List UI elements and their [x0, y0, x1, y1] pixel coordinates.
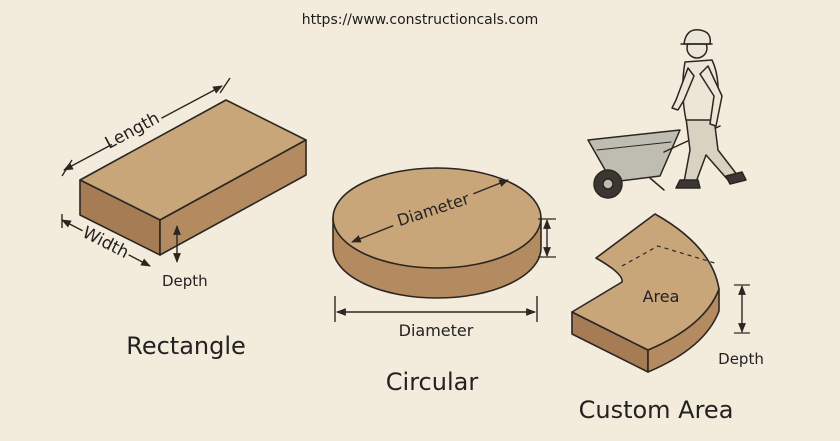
diameter-bottom-dimension [334, 296, 538, 322]
wheelbarrow-tub [587, 129, 681, 183]
circular-slab [332, 167, 542, 299]
worker-legs [683, 117, 739, 183]
custom-area-slab-top [571, 213, 720, 351]
custom-area-title: Custom Area [579, 396, 734, 424]
rectangle-depth-label: Depth [162, 272, 208, 290]
area-label: Area [643, 287, 680, 306]
custom-area-dashed-outline [621, 245, 719, 267]
diameter-bottom-label: Diameter [399, 321, 474, 340]
custom-depth-label: Depth [718, 350, 764, 368]
worker-with-wheelbarrow-illustration [587, 29, 747, 199]
source-url: https://www.constructioncals.com [301, 12, 539, 28]
rectangle-slab-side [159, 139, 307, 256]
custom-area-slab [571, 213, 720, 373]
hard-hat [683, 29, 712, 45]
worker-arm [699, 65, 723, 127]
rectangle-title: Rectangle [126, 332, 246, 360]
rectangle-slab [79, 99, 307, 256]
circular-title: Circular [386, 368, 479, 396]
